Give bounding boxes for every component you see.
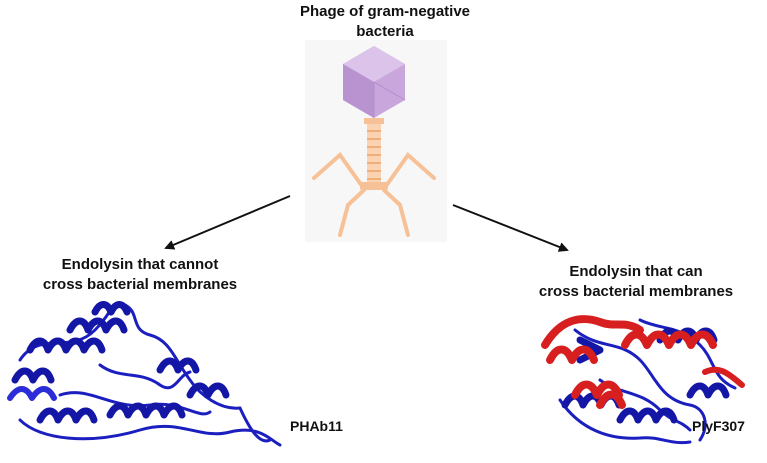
right-label-line2: cross bacterial membranes bbox=[538, 283, 734, 300]
left-endolysin-label: Endolysin that cannot cross bacterial me… bbox=[10, 255, 270, 295]
protein-structure-phab11 bbox=[7, 301, 282, 447]
right-endolysin-label: Endolysin that can cross bacterial membr… bbox=[505, 262, 767, 302]
arrow-right bbox=[452, 204, 569, 252]
protein-name-phab11: PHAb11 bbox=[290, 418, 343, 434]
left-label-line1: Endolysin that cannot bbox=[61, 256, 219, 273]
phage-tail-fibers bbox=[312, 152, 436, 237]
phage-title-line1: Phage of gram-negative bbox=[299, 3, 471, 20]
phage-tail bbox=[360, 118, 388, 190]
phage-title-line2: bacteria bbox=[356, 23, 414, 40]
phage-title: Phage of gram-negative bacteria bbox=[270, 2, 500, 42]
right-label-line1: Endolysin that can bbox=[569, 263, 703, 280]
phage-capsid bbox=[343, 46, 406, 118]
left-label-line2: cross bacterial membranes bbox=[42, 276, 238, 293]
protein-structure-plyf307 bbox=[541, 315, 745, 445]
phage-illustration bbox=[305, 40, 447, 242]
protein-name-plyf307: PlyF307 bbox=[692, 418, 745, 434]
arrow-left bbox=[164, 195, 291, 250]
